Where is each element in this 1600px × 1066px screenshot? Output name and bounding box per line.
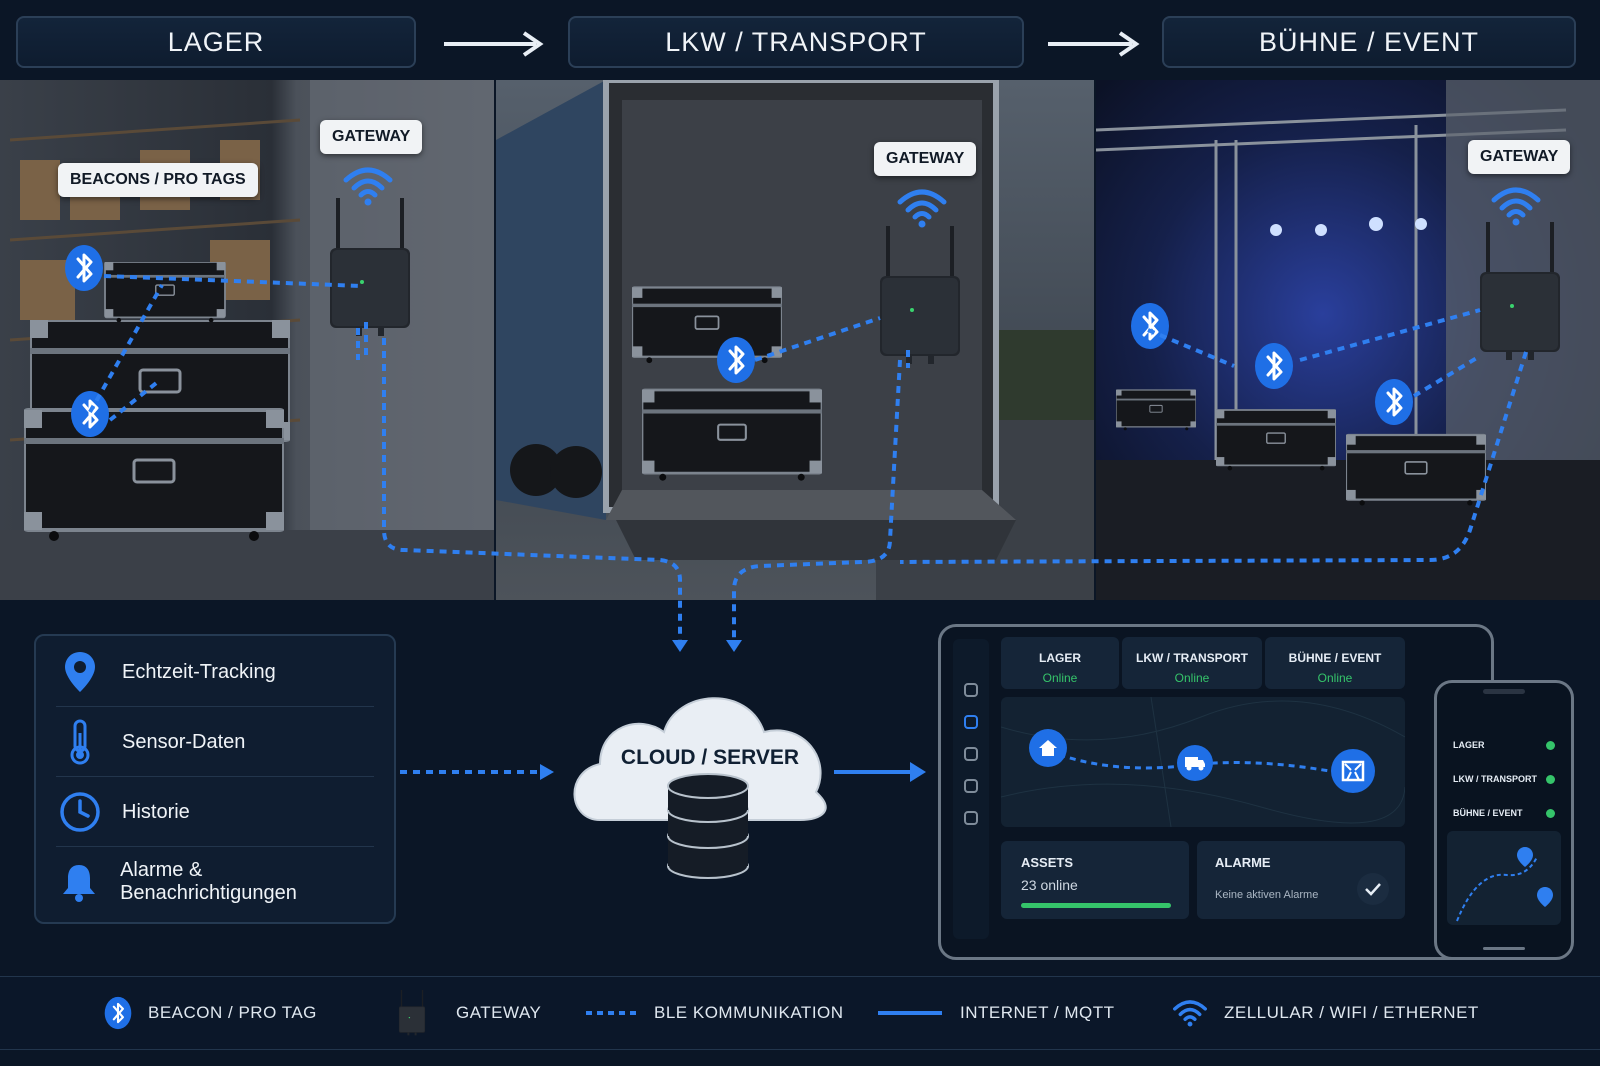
legend-label: INTERNET / MQTT (960, 1003, 1115, 1022)
phone-location-name: LKW / TRANSPORT (1453, 774, 1537, 784)
feature-item: Historie (56, 778, 374, 847)
flow-arrow-icon (444, 31, 544, 57)
location-card-transport[interactable]: LKW / TRANSPORT Online (1122, 637, 1262, 689)
map-pin-icon (56, 648, 104, 696)
stage-header-lager: LAGER (16, 16, 416, 68)
warehouse-scene: BEACONS / PRO TAGS GATEWAY (0, 80, 494, 600)
phone-location-row[interactable]: LAGER (1453, 735, 1555, 755)
gateway-label: GATEWAY (320, 120, 423, 154)
location-card-event[interactable]: BÜHNE / EVENT Online (1265, 637, 1405, 689)
feature-item: Sensor-Daten (56, 708, 374, 777)
bluetooth-icon (104, 994, 132, 1032)
gateway-label: GATEWAY (1468, 140, 1571, 174)
legend-item-wifi: ZELLULAR / WIFI / ETHERNET (1172, 977, 1479, 1049)
truck-marker-icon[interactable] (1177, 745, 1213, 781)
wifi-icon (1172, 999, 1208, 1027)
legend-item-internet: INTERNET / MQTT (878, 977, 1115, 1049)
phone-map[interactable] (1447, 831, 1561, 925)
assets-value: 23 online (1021, 877, 1078, 893)
nav-icon[interactable] (964, 747, 978, 761)
legend-item-ble: BLE KOMMUNIKATION (586, 977, 844, 1049)
cloud-icon (573, 697, 827, 879)
tablet-dashboard: LAGER Online LKW / TRANSPORT Online BÜHN… (938, 624, 1494, 960)
dotted-line-icon (586, 1011, 638, 1015)
gateway-icon (394, 990, 430, 1036)
assets-title: ASSETS (1021, 855, 1074, 870)
location-name: BÜHNE / EVENT (1288, 651, 1382, 665)
clock-icon (56, 788, 104, 836)
legend-bar: BEACON / PRO TAG GATEWAY BLE KOMMUNIKATI… (0, 976, 1600, 1050)
status-dot (1546, 740, 1555, 750)
home-indicator (1483, 947, 1525, 950)
phone-notch (1483, 689, 1525, 694)
bell-icon (56, 858, 102, 906)
route-map[interactable] (1001, 697, 1405, 827)
phone-location-row[interactable]: BÜHNE / EVENT (1453, 803, 1555, 823)
stage-marker-icon[interactable] (1331, 749, 1375, 793)
legend-item-beacon: BEACON / PRO TAG (104, 977, 317, 1049)
feature-item: Alarme & Benachrichtigungen (56, 848, 374, 916)
thermometer-icon (56, 718, 104, 766)
cloud-label: CLOUD / SERVER (620, 746, 800, 769)
nav-icon[interactable] (964, 779, 978, 793)
alarms-card[interactable]: ALARME Keine aktiven Alarme (1197, 841, 1405, 919)
legend-label: GATEWAY (456, 1003, 542, 1022)
nav-icon[interactable] (964, 715, 978, 729)
truck-scene: GATEWAY (496, 80, 1094, 600)
feature-label: Alarme & Benachrichtigungen (120, 859, 297, 904)
location-status: Online (1042, 671, 1078, 685)
location-status: Online (1174, 671, 1210, 685)
dashboard-sidebar (953, 639, 989, 939)
feature-item: Echtzeit-Tracking (56, 638, 374, 707)
check-icon (1357, 873, 1389, 905)
legend-label: BEACON / PRO TAG (148, 1003, 317, 1022)
phone-dashboard: LAGER LKW / TRANSPORT BÜHNE / EVENT (1434, 680, 1574, 960)
assets-progress-track (1021, 903, 1171, 908)
location-name: LKW / TRANSPORT (1136, 651, 1248, 665)
warehouse-marker-icon[interactable] (1029, 729, 1067, 767)
alarms-title: ALARME (1215, 855, 1271, 870)
stage-header-transport: LKW / TRANSPORT (568, 16, 1024, 68)
location-status: Online (1317, 671, 1353, 685)
location-card-lager[interactable]: LAGER Online (1001, 637, 1119, 689)
features-panel: Echtzeit-Tracking Sensor-Daten Historie … (34, 634, 396, 924)
location-name: LAGER (1039, 651, 1081, 665)
alarms-value: Keine aktiven Alarme (1215, 889, 1319, 901)
feature-label: Echtzeit-Tracking (122, 660, 276, 683)
feature-label: Sensor-Daten (122, 730, 246, 753)
nav-icon[interactable] (964, 683, 978, 697)
solid-line-icon (878, 1011, 942, 1015)
stage-scene: GATEWAY (1096, 80, 1600, 600)
stage-header-event: BÜHNE / EVENT (1162, 16, 1576, 68)
status-dot (1546, 774, 1555, 784)
feature-label: Historie (122, 800, 190, 823)
flow-arrow-icon (1048, 31, 1140, 57)
status-dot (1546, 808, 1555, 818)
phone-location-name: LAGER (1453, 740, 1485, 750)
legend-label: ZELLULAR / WIFI / ETHERNET (1224, 1003, 1479, 1022)
legend-label: BLE KOMMUNIKATION (654, 1003, 844, 1022)
gateway-label: GATEWAY (874, 142, 977, 176)
phone-location-row[interactable]: LKW / TRANSPORT (1453, 769, 1555, 789)
nav-icon[interactable] (964, 811, 978, 825)
assets-progress-fill (1021, 903, 1171, 908)
assets-card[interactable]: ASSETS 23 online (1001, 841, 1189, 919)
beacons-tag-label: BEACONS / PRO TAGS (58, 163, 258, 197)
phone-location-name: BÜHNE / EVENT (1453, 808, 1523, 818)
legend-item-gateway: GATEWAY (394, 977, 541, 1049)
